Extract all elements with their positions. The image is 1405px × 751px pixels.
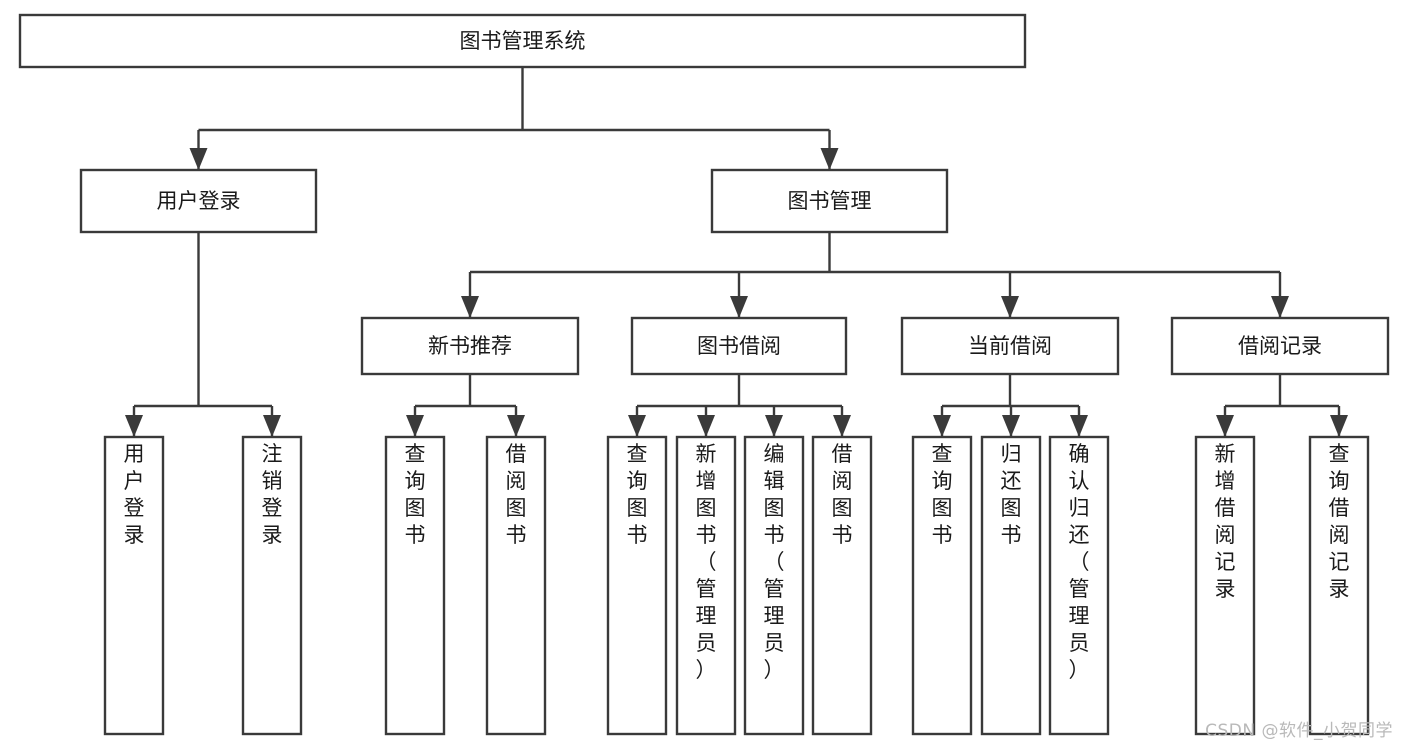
node-box	[1194, 435, 1256, 736]
node-box	[103, 435, 165, 736]
node-new-book-rec[interactable]: 新书推荐	[360, 316, 580, 376]
node-root[interactable]: 图书管理系统	[18, 13, 1027, 69]
node-label: 新增借阅记录	[1215, 442, 1236, 601]
node-leaf-query-record[interactable]: 查询借阅记录	[1308, 435, 1370, 736]
node-label: 查询借阅记录	[1329, 442, 1350, 601]
node-leaf-query-book-1[interactable]: 查询图书	[384, 435, 446, 736]
node-box	[485, 435, 547, 736]
node-label: 用户登录	[124, 442, 145, 547]
node-current-borrow[interactable]: 当前借阅	[900, 316, 1120, 376]
node-label: 用户登录	[157, 189, 241, 213]
node-box	[18, 13, 1027, 69]
node-box	[900, 316, 1120, 376]
node-label: 图书管理系统	[460, 29, 586, 53]
arrow-head-icon	[406, 415, 424, 437]
node-box	[743, 435, 805, 736]
arrow-head-icon	[1330, 415, 1348, 437]
node-user-login[interactable]: 用户登录	[79, 168, 318, 234]
node-label: 图书管理	[788, 189, 872, 213]
arrow-head-icon	[1001, 296, 1019, 318]
arrow-head-icon	[507, 415, 525, 437]
node-borrow-record[interactable]: 借阅记录	[1170, 316, 1390, 376]
csdn-watermark: CSDN @软件_小贺同学	[1205, 721, 1393, 741]
node-leaf-user-login[interactable]: 用户登录	[103, 435, 165, 736]
node-leaf-query-book-3[interactable]: 查询图书	[911, 435, 973, 736]
node-box	[710, 168, 949, 234]
node-leaf-user-logout[interactable]: 注销登录	[241, 435, 303, 736]
node-leaf-borrow-book-2[interactable]: 借阅图书	[811, 435, 873, 736]
node-box	[630, 316, 848, 376]
node-book-borrow[interactable]: 图书借阅	[630, 316, 848, 376]
node-box	[980, 435, 1042, 736]
node-box	[675, 435, 737, 736]
arrow-head-icon	[263, 415, 281, 437]
node-label: 注销登录	[262, 442, 283, 547]
arrow-head-icon	[628, 415, 646, 437]
node-label: 借阅图书	[506, 442, 527, 547]
node-box	[384, 435, 446, 736]
arrow-head-icon	[125, 415, 143, 437]
node-leaf-query-book-2[interactable]: 查询图书	[606, 435, 668, 736]
arrow-head-icon	[730, 296, 748, 318]
node-label: 新书推荐	[428, 334, 512, 358]
node-box	[911, 435, 973, 736]
arrow-head-icon	[189, 148, 208, 170]
node-label: 查询图书	[405, 442, 426, 547]
node-label: 借阅记录	[1238, 334, 1322, 358]
arrow-head-icon	[1216, 415, 1234, 437]
node-box	[1308, 435, 1370, 736]
node-label: 查询图书	[627, 442, 648, 547]
node-label: 当前借阅	[968, 334, 1052, 358]
node-box	[811, 435, 873, 736]
node-box	[360, 316, 580, 376]
node-box	[606, 435, 668, 736]
node-label: 图书借阅	[697, 334, 781, 358]
node-label: 归还图书	[1001, 442, 1022, 547]
arrow-head-icon	[820, 148, 839, 170]
arrow-head-icon	[461, 296, 479, 318]
node-box	[241, 435, 303, 736]
node-leaf-add-record[interactable]: 新增借阅记录	[1194, 435, 1256, 736]
arrow-head-icon	[933, 415, 951, 437]
node-label: 确认归还（管理员）	[1069, 442, 1090, 682]
node-label: 编辑图书（管理员）	[764, 442, 785, 682]
node-leaf-borrow-book-1[interactable]: 借阅图书	[485, 435, 547, 736]
arrow-head-icon	[1070, 415, 1088, 437]
node-label: 查询图书	[932, 442, 953, 547]
connector-layer	[125, 67, 1348, 437]
node-label: 新增图书（管理员）	[696, 442, 717, 682]
node-box	[1048, 435, 1110, 736]
node-leaf-return-book[interactable]: 归还图书	[980, 435, 1042, 736]
node-layer: 图书管理系统用户登录图书管理新书推荐图书借阅当前借阅借阅记录用户登录注销登录查询…	[18, 13, 1390, 736]
node-label: 借阅图书	[832, 442, 853, 547]
node-box	[1170, 316, 1390, 376]
arrow-head-icon	[697, 415, 715, 437]
arrow-head-icon	[833, 415, 851, 437]
node-leaf-add-book[interactable]: 新增图书（管理员）	[675, 435, 737, 736]
node-box	[79, 168, 318, 234]
node-leaf-confirm-return[interactable]: 确认归还（管理员）	[1048, 435, 1110, 736]
node-leaf-edit-book[interactable]: 编辑图书（管理员）	[743, 435, 805, 736]
arrow-head-icon	[1002, 415, 1020, 437]
node-book-manage[interactable]: 图书管理	[710, 168, 949, 234]
arrow-head-icon	[765, 415, 783, 437]
arrow-head-icon	[1271, 296, 1289, 318]
